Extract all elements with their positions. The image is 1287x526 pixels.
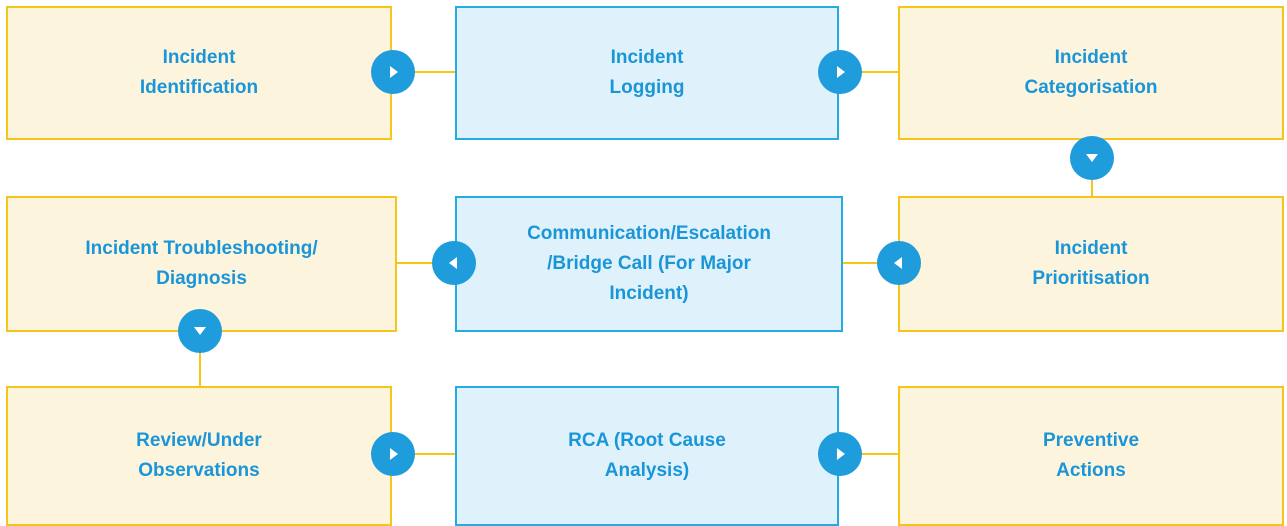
connector-7-8 (390, 453, 457, 455)
step-label: Incident Identification (139, 47, 259, 98)
step-rca: RCA (Root Cause Analysis) (455, 386, 839, 526)
step-label: Review/Under Observations (136, 430, 262, 481)
step-communication-escalation: Communication/Escalation /Bridge Call (F… (455, 196, 843, 332)
step-label: Incident Categorisation (1024, 47, 1158, 98)
arrow-left-icon (432, 241, 476, 285)
connector-6-7 (199, 330, 201, 388)
step-incident-identification: Incident Identification (6, 6, 392, 140)
step-label: RCA (Root Cause Analysis) (568, 430, 726, 481)
connector-4-5 (841, 262, 900, 264)
step-review-observations: Review/Under Observations (6, 386, 392, 526)
step-label: Communication/Escalation /Bridge Call (F… (527, 223, 771, 304)
connector-8-9 (837, 453, 900, 455)
connector-2-3 (837, 71, 900, 73)
arrow-right-icon (818, 432, 862, 476)
arrow-down-icon (178, 309, 222, 353)
step-label: Incident Troubleshooting/ Diagnosis (85, 238, 318, 289)
arrow-down-icon (1070, 136, 1114, 180)
step-incident-logging: Incident Logging (455, 6, 839, 140)
step-preventive-actions: Preventive Actions (898, 386, 1284, 526)
arrow-right-icon (371, 432, 415, 476)
arrow-left-icon (877, 241, 921, 285)
step-incident-prioritisation: Incident Prioritisation (898, 196, 1284, 332)
step-label: Incident Prioritisation (1032, 238, 1150, 289)
step-label: Incident Logging (609, 47, 685, 98)
connector-5-6 (395, 262, 457, 264)
arrow-right-icon (818, 50, 862, 94)
step-label: Preventive Actions (1042, 430, 1140, 481)
arrow-right-icon (371, 50, 415, 94)
connector-1-2 (390, 71, 457, 73)
step-incident-categorisation: Incident Categorisation (898, 6, 1284, 140)
